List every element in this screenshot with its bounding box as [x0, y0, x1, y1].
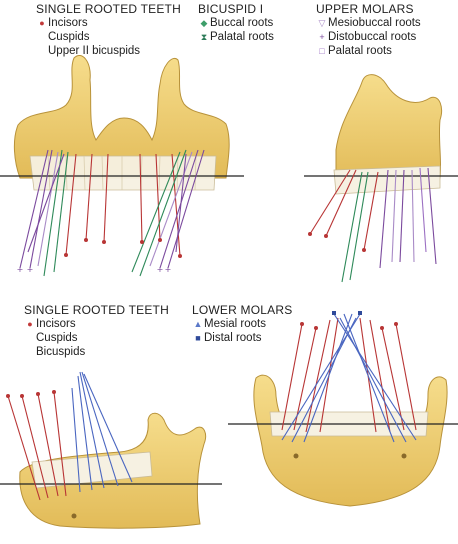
svg-text:+: + [27, 265, 34, 274]
legend-top-middle: BICUSPID I ◆Buccal roots ⧗Palatal roots [198, 2, 274, 44]
svg-text:+: + [17, 265, 24, 274]
legend-heading: LOWER MOLARS [192, 303, 293, 317]
legend-top-right: UPPER MOLARS ▽Mesiobuccal roots +Distobu… [316, 2, 421, 58]
legend-item-incisors: ●Incisors [36, 16, 181, 30]
legend-item-cuspids: Cuspids [36, 332, 78, 344]
lower-front-mandible [228, 311, 458, 507]
square-filled-marker-icon: ■ [195, 333, 201, 343]
hourglass-marker-icon: ⧗ [200, 32, 208, 42]
plus-marker-icon: + [319, 32, 325, 42]
svg-text:+: + [157, 265, 164, 274]
legend-item-bicuspids: Upper II bicuspids [48, 45, 141, 57]
legend-bottom-left: SINGLE ROOTED TEETH ●Incisors Cuspids Bi… [24, 303, 169, 359]
upper-side-maxilla [304, 74, 458, 283]
legend-heading: SINGLE ROOTED TEETH [24, 303, 169, 317]
legend-item-incisors: ●Incisors [24, 317, 169, 331]
legend-item-distobuccal: +Distobuccal roots [316, 30, 421, 44]
legend-heading: BICUSPID I [198, 2, 264, 16]
triangle-down-marker-icon: ▽ [318, 18, 326, 28]
legend-heading: UPPER MOLARS [316, 2, 414, 16]
dot-marker-icon: ● [27, 319, 33, 329]
legend-item-palatal-molar: □Palatal roots [316, 44, 421, 58]
legend-item-palatal: ⧗Palatal roots [198, 30, 274, 44]
lower-side-mandible [0, 371, 222, 529]
mental-foramen [71, 513, 77, 519]
upper-front-maxilla: ++++ [0, 55, 244, 277]
legend-heading: SINGLE ROOTED TEETH [36, 2, 181, 16]
legend-item-buccal: ◆Buccal roots [198, 16, 274, 30]
legend-item-distal: ■Distal roots [192, 331, 292, 345]
legend-top-left: SINGLE ROOTED TEETH ●Incisors Cuspids Up… [36, 2, 181, 58]
diamond-marker-icon: ◆ [200, 18, 208, 28]
dot-marker-icon: ● [39, 18, 45, 28]
svg-text:+: + [165, 265, 172, 274]
legend-item-mesial: ▲Mesial roots [193, 318, 266, 330]
legend-item-cuspids: Cuspids [48, 31, 90, 43]
legend-bottom-right: LOWER MOLARS ▲Mesial roots ■Distal roots [192, 303, 292, 345]
legend-item-mesiobuccal: ▽Mesiobuccal roots [316, 16, 421, 30]
triangle-up-marker-icon: ▲ [193, 319, 203, 329]
square-marker-icon: □ [319, 46, 325, 56]
legend-item-bicuspids: Bicuspids [36, 346, 86, 358]
